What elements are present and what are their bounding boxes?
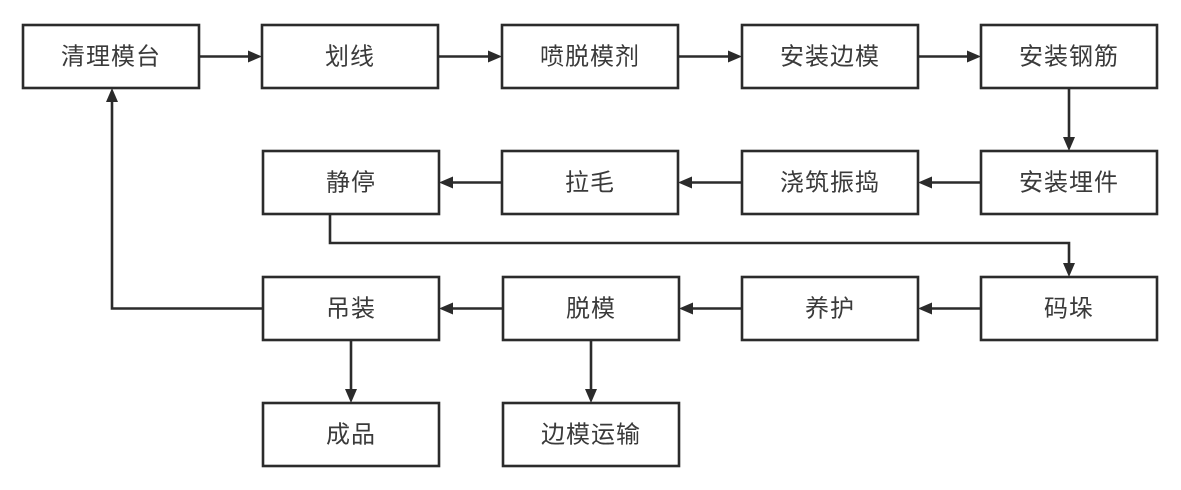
node-anzhuanggangjin[interactable]: 安装钢筋	[979, 23, 1159, 90]
node-label-tuomo: 脱模	[566, 295, 616, 322]
node-jingting[interactable]: 静停	[261, 149, 441, 216]
node-label-lamao: 拉毛	[565, 169, 615, 196]
edge-anzhuangmaijian-to-jiaozhuzhendao	[918, 176, 981, 189]
node-huaxian[interactable]: 划线	[260, 23, 440, 90]
node-label-anzhuanggangjin: 安装钢筋	[1019, 43, 1119, 70]
edge-anzhuangbianmo-to-anzhuanggangjin	[918, 50, 981, 63]
edge-tuomo-to-bianmoyunshu	[585, 340, 597, 403]
node-maduo[interactable]: 码垛	[979, 275, 1159, 342]
edge-huaxian-to-pentuomoji	[438, 50, 502, 63]
edge-diaozhuang-to-chengpin	[345, 340, 357, 403]
node-label-yanghu: 养护	[805, 295, 855, 322]
node-label-jiaozhuzhendao: 浇筑振捣	[780, 169, 880, 196]
node-label-anzhuangbianmo: 安装边模	[780, 43, 880, 70]
node-qinglimotai[interactable]: 清理模台	[21, 23, 201, 90]
node-label-bianmoyunshu: 边模运输	[541, 421, 641, 448]
node-anzhuangbianmo[interactable]: 安装边模	[740, 23, 920, 90]
node-chengpin[interactable]: 成品	[261, 401, 441, 468]
node-label-qinglimotai: 清理模台	[61, 43, 161, 70]
node-anzhuangmaijian[interactable]: 安装埋件	[979, 149, 1159, 216]
node-pentuomoji[interactable]: 喷脱模剂	[500, 23, 680, 90]
edge-tuomo-to-diaozhuang	[439, 302, 503, 315]
node-yanghu[interactable]: 养护	[740, 275, 920, 342]
node-label-huaxian: 划线	[325, 43, 375, 70]
node-jiaozhuzhendao[interactable]: 浇筑振捣	[740, 149, 920, 216]
connector-layer	[106, 50, 1075, 403]
node-bianmoyunshu[interactable]: 边模运输	[501, 401, 681, 468]
node-label-anzhuangmaijian: 安装埋件	[1019, 169, 1119, 196]
node-layer: 清理模台 划线 喷脱模剂 安装边模 安装钢筋 安装埋件	[21, 23, 1159, 468]
edge-qinglimotai-to-huaxian	[199, 50, 262, 63]
edge-yanghu-to-tuomo	[679, 302, 742, 315]
node-lamao[interactable]: 拉毛	[500, 149, 680, 216]
edge-diaozhuang-to-qinglimotai-feedback	[106, 88, 263, 310]
edge-pentuomoji-to-anzhuangbianmo	[678, 50, 742, 63]
node-label-chengpin: 成品	[326, 421, 376, 448]
node-label-jingting: 静停	[326, 169, 376, 196]
edge-anzhuanggangjin-to-anzhuangmaijian	[1063, 88, 1075, 151]
edge-jingting-to-maduo	[328, 214, 1075, 277]
edge-lamao-to-jingting	[439, 176, 502, 189]
node-diaozhuang[interactable]: 吊装	[261, 275, 441, 342]
edge-jiaozhuzhendao-to-lamao	[678, 176, 742, 189]
edge-maduo-to-yanghu	[918, 302, 981, 315]
node-label-diaozhuang: 吊装	[326, 295, 376, 322]
node-label-maduo: 码垛	[1044, 295, 1094, 322]
node-label-pentuomoji: 喷脱模剂	[540, 43, 640, 70]
node-tuomo[interactable]: 脱模	[501, 275, 681, 342]
